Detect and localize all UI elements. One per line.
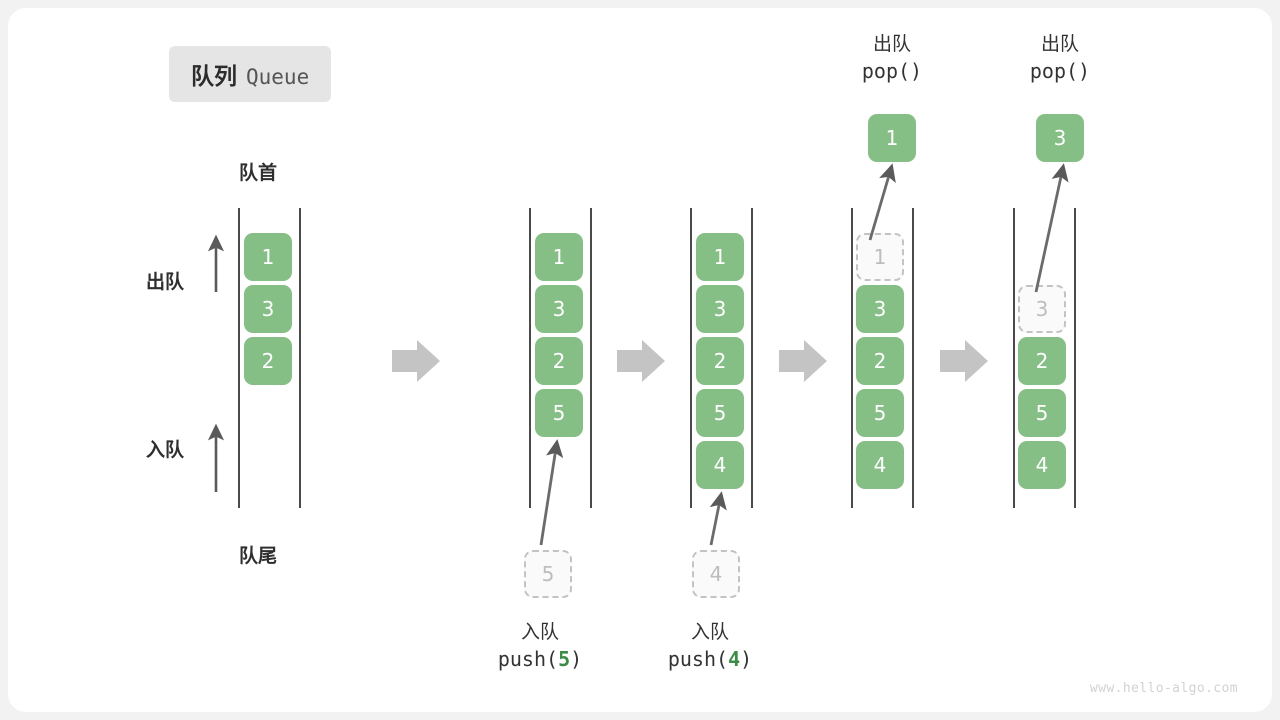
caption-push-5-cn: 入队 xyxy=(520,622,559,643)
queue-cell: 2 xyxy=(856,337,904,385)
incoming-ghost-cell: 4 xyxy=(692,550,740,598)
watermark: www.hello-algo.com xyxy=(1089,681,1238,696)
caption-push-4-cn: 入队 xyxy=(690,622,729,643)
queue-cell: 5 xyxy=(696,389,744,437)
title-badge: 队列 Queue xyxy=(169,46,332,102)
caption-pop-3-code: pop() xyxy=(1029,58,1091,83)
label-dequeue: 出队 xyxy=(146,272,185,293)
caption-push-5-code: push(5) xyxy=(497,646,583,671)
queue-cell-popped-ghost: 3 xyxy=(1018,285,1066,333)
queue-rail-left-4 xyxy=(851,208,853,508)
queue-rail-right-2 xyxy=(590,208,592,508)
queue-cell-popped-ghost: 1 xyxy=(856,233,904,281)
title-en: Queue xyxy=(246,65,310,89)
label-rear: 队尾 xyxy=(239,546,278,567)
queue-rail-left-2 xyxy=(529,208,531,508)
caption-pop-3: 出队 pop() xyxy=(960,32,1160,85)
diagram-card xyxy=(8,8,1272,712)
queue-rail-right-3 xyxy=(751,208,753,508)
queue-rail-right-4 xyxy=(912,208,914,508)
outgoing-cell: 1 xyxy=(868,114,916,162)
label-front: 队首 xyxy=(239,163,278,184)
queue-cell: 3 xyxy=(696,285,744,333)
caption-pop-3-cn: 出队 xyxy=(1040,34,1079,55)
queue-rail-left-5 xyxy=(1013,208,1015,508)
queue-cell: 2 xyxy=(535,337,583,385)
queue-cell: 3 xyxy=(535,285,583,333)
caption-pop-1: 出队 pop() xyxy=(792,32,992,85)
caption-push-4-code: push(4) xyxy=(667,646,753,671)
queue-cell: 2 xyxy=(1018,337,1066,385)
caption-pop-1-cn: 出队 xyxy=(872,34,911,55)
caption-push-5: 入队 push(5) xyxy=(440,620,640,673)
queue-cell: 5 xyxy=(1018,389,1066,437)
queue-cell: 1 xyxy=(535,233,583,281)
incoming-ghost-cell: 5 xyxy=(524,550,572,598)
queue-cell: 4 xyxy=(1018,441,1066,489)
queue-cell: 2 xyxy=(696,337,744,385)
queue-cell: 5 xyxy=(535,389,583,437)
queue-cell: 3 xyxy=(244,285,292,333)
queue-cell: 5 xyxy=(856,389,904,437)
queue-cell: 1 xyxy=(244,233,292,281)
label-enqueue: 入队 xyxy=(146,440,185,461)
outgoing-cell: 3 xyxy=(1036,114,1084,162)
queue-cell: 4 xyxy=(856,441,904,489)
queue-cell: 4 xyxy=(696,441,744,489)
caption-pop-1-code: pop() xyxy=(861,58,923,83)
queue-cell: 3 xyxy=(856,285,904,333)
caption-push-4: 入队 push(4) xyxy=(610,620,810,673)
queue-rail-right-1 xyxy=(299,208,301,508)
queue-rail-left-1 xyxy=(238,208,240,508)
queue-cell: 1 xyxy=(696,233,744,281)
queue-rail-left-3 xyxy=(690,208,692,508)
queue-rail-right-5 xyxy=(1074,208,1076,508)
queue-cell: 2 xyxy=(244,337,292,385)
title-cn: 队列 xyxy=(191,63,237,89)
